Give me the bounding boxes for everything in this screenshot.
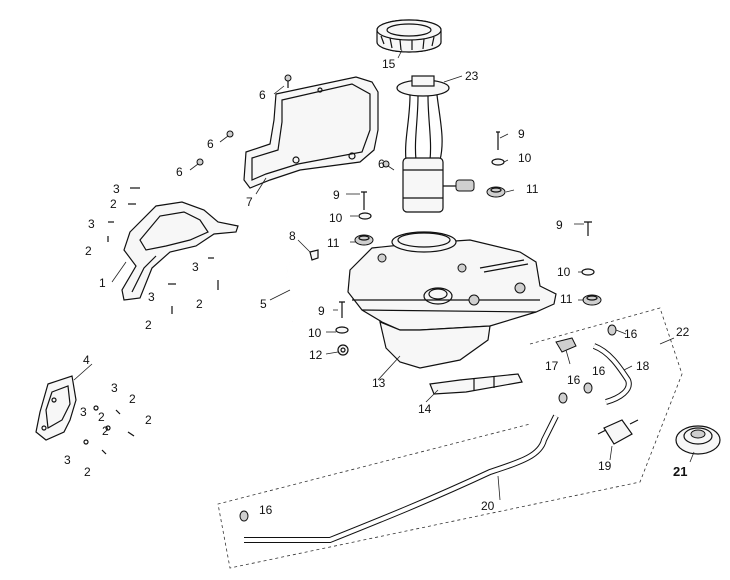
callout-10c: 10 bbox=[557, 265, 571, 279]
callout-1: 1 bbox=[99, 276, 106, 290]
leader-lines bbox=[73, 49, 695, 501]
part-6-screw-d bbox=[382, 160, 390, 168]
callout-16a: 16 bbox=[624, 327, 638, 341]
part-17-fitting bbox=[555, 337, 577, 353]
part-15-lock-ring bbox=[376, 19, 442, 53]
callout-10a: 10 bbox=[518, 151, 532, 165]
callout-18: 18 bbox=[636, 359, 650, 373]
callout-12: 12 bbox=[309, 348, 323, 362]
callout-6b: 6 bbox=[207, 137, 214, 151]
callout-3e: 3 bbox=[111, 381, 118, 395]
callout-2h: 2 bbox=[102, 424, 109, 438]
part-11-grommet-c bbox=[582, 294, 602, 306]
callout-8: 8 bbox=[289, 229, 296, 243]
part-18-hose bbox=[592, 343, 632, 405]
callout-2i: 2 bbox=[84, 465, 91, 479]
part-10-washer-b bbox=[358, 212, 372, 220]
callout-6a: 6 bbox=[259, 88, 266, 102]
part-1-bracket bbox=[121, 201, 239, 301]
part-7-heat-shield bbox=[243, 76, 379, 189]
callout-3d: 3 bbox=[148, 290, 155, 304]
part-9-bolt-d bbox=[339, 301, 345, 318]
callout-2b: 2 bbox=[85, 244, 92, 258]
part-16-clamp-a bbox=[607, 324, 617, 336]
callout-3c: 3 bbox=[192, 260, 199, 274]
callout-15: 15 bbox=[382, 57, 396, 71]
callout-20: 20 bbox=[481, 499, 495, 513]
callout-2c: 2 bbox=[196, 297, 203, 311]
part-5-vent-hose bbox=[285, 261, 295, 323]
callout-3a: 3 bbox=[113, 182, 120, 196]
callout-9d: 9 bbox=[318, 304, 325, 318]
part-23-fuel-pump-module bbox=[396, 75, 475, 213]
callout-4: 4 bbox=[83, 353, 90, 367]
part-12-nut bbox=[337, 344, 349, 356]
part-6-screw-c bbox=[196, 158, 204, 166]
part-9-bolt-b bbox=[361, 191, 367, 210]
callout-10b: 10 bbox=[329, 211, 343, 225]
part-9-bolt-c bbox=[584, 221, 592, 236]
part-6-screw-b bbox=[226, 130, 234, 138]
callout-3b: 3 bbox=[88, 217, 95, 231]
callout-2a: 2 bbox=[110, 197, 117, 211]
part-16-clamp-b bbox=[558, 392, 568, 404]
part-19-fuel-filter bbox=[597, 419, 639, 445]
callout-13: 13 bbox=[372, 376, 386, 390]
part-16-clamp-c bbox=[583, 382, 593, 394]
callout-11a: 11 bbox=[526, 182, 539, 196]
callout-11b: 11 bbox=[327, 236, 340, 250]
callout-23: 23 bbox=[465, 69, 479, 83]
part-6-screw-a bbox=[284, 74, 292, 88]
part-11-grommet-a bbox=[486, 186, 506, 198]
callout-3g: 3 bbox=[64, 453, 71, 467]
callout-10d: 10 bbox=[308, 326, 322, 340]
callout-16c: 16 bbox=[592, 364, 606, 378]
callout-16d: 16 bbox=[259, 503, 273, 517]
callout-9c: 9 bbox=[556, 218, 563, 232]
part-11-grommet-b bbox=[354, 234, 374, 246]
callout-9a: 9 bbox=[518, 127, 525, 141]
part-10-washer-a bbox=[491, 158, 505, 166]
part-13-fuel-tank bbox=[347, 231, 557, 369]
callout-22: 22 bbox=[676, 325, 690, 339]
part-2-3-fasteners bbox=[83, 187, 219, 455]
callout-5: 5 bbox=[260, 297, 267, 311]
part-16-clamp-d bbox=[239, 510, 249, 522]
part-20-fuel-line bbox=[244, 414, 559, 543]
part-10-washer-d bbox=[335, 326, 349, 334]
callout-7: 7 bbox=[246, 195, 253, 209]
callout-21: 21 bbox=[673, 464, 687, 479]
callout-9b: 9 bbox=[333, 188, 340, 202]
callout-6c: 6 bbox=[176, 165, 183, 179]
callout-2e: 2 bbox=[129, 392, 136, 406]
callout-3f: 3 bbox=[80, 405, 87, 419]
callout-2d: 2 bbox=[145, 318, 152, 332]
part-4-side-bracket bbox=[35, 375, 77, 441]
callout-14: 14 bbox=[418, 402, 432, 416]
part-14-strap bbox=[429, 373, 523, 395]
callout-11c: 11 bbox=[560, 292, 573, 306]
callout-16b: 16 bbox=[567, 373, 581, 387]
callout-17: 17 bbox=[545, 359, 559, 373]
callout-6d: 6 bbox=[378, 157, 385, 171]
part-21-fuel-cap bbox=[675, 425, 721, 455]
part-8-clip bbox=[309, 249, 319, 261]
callout-2g: 2 bbox=[145, 413, 152, 427]
part-22-group-outline bbox=[217, 307, 683, 569]
part-9-bolt-a bbox=[496, 131, 500, 150]
callout-19: 19 bbox=[598, 459, 612, 473]
part-10-washer-c bbox=[581, 268, 595, 276]
callout-2f: 2 bbox=[98, 410, 105, 424]
